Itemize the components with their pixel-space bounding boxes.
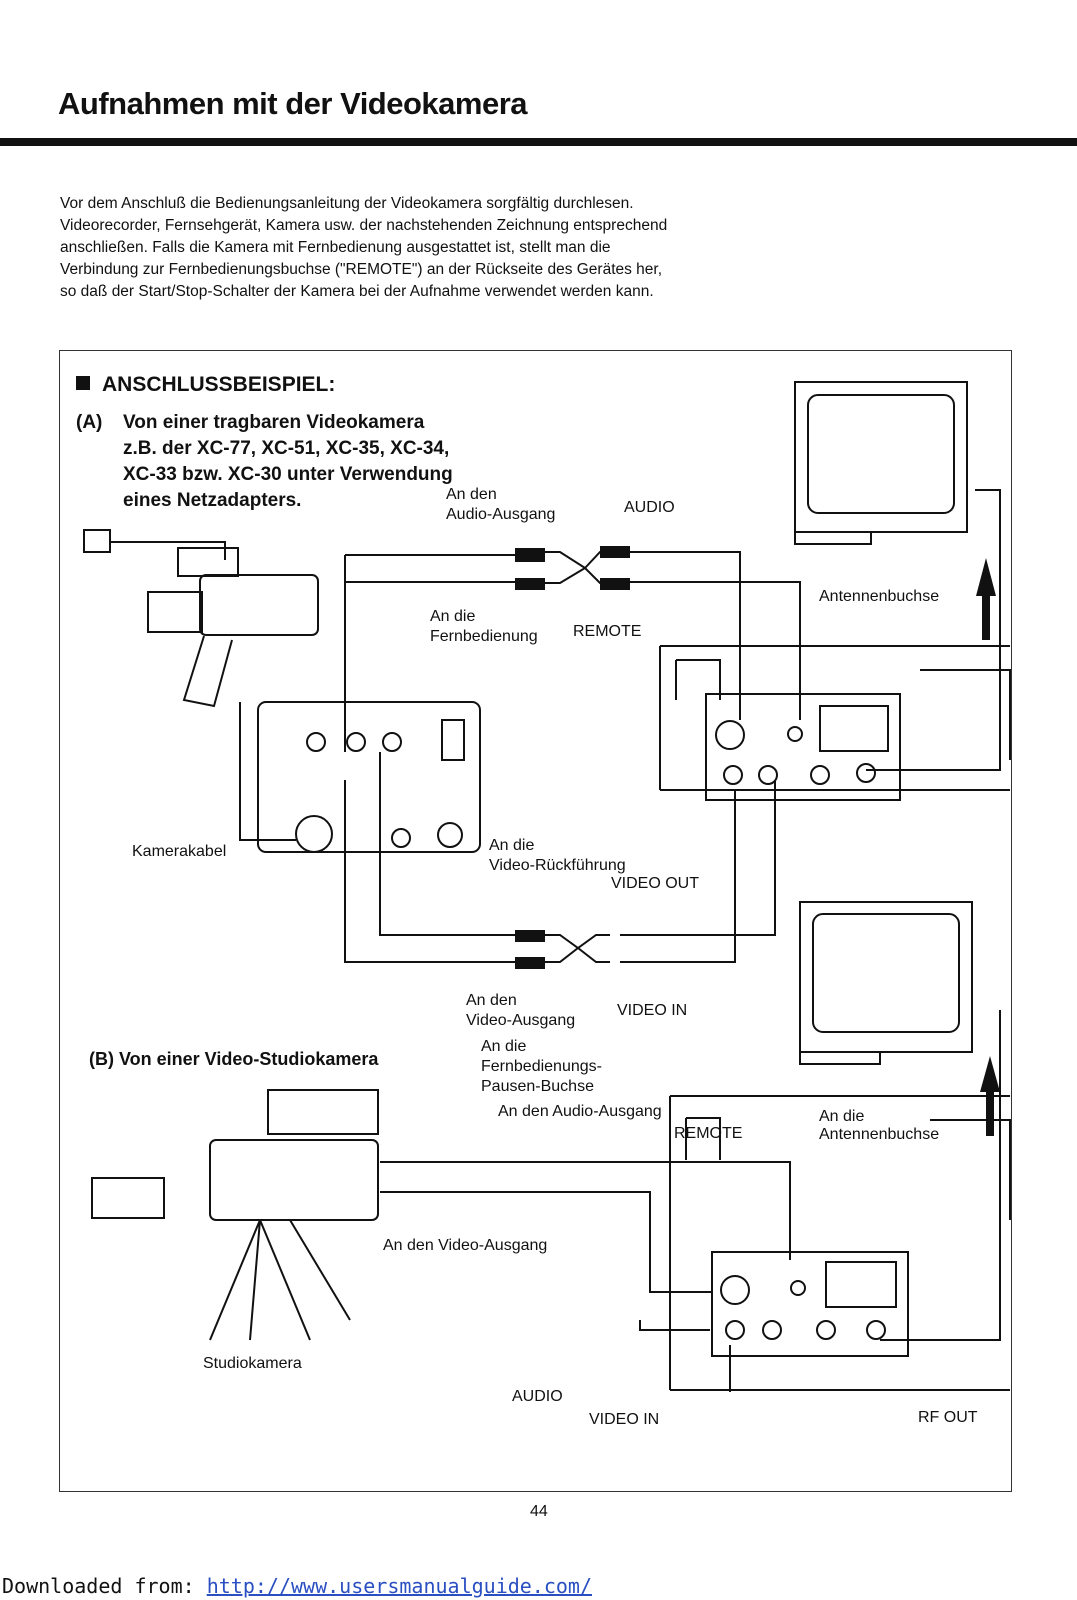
label-kamerakabel: Kamerakabel bbox=[132, 843, 227, 860]
vcr-top-panel bbox=[705, 693, 901, 801]
label-b-rf-out: RF OUT bbox=[918, 1409, 978, 1426]
label-video-ausgang: Video-Ausgang bbox=[466, 1012, 576, 1029]
footer-link[interactable]: http://www.usersmanualguide.com/ bbox=[206, 1574, 593, 1598]
label-b-an-die: An die bbox=[481, 1038, 527, 1055]
vcr-bottom-panel bbox=[711, 1251, 909, 1357]
intro-line: Videorecorder, Fernsehgerät, Kamera usw.… bbox=[60, 217, 668, 234]
studio-camera-icon bbox=[209, 1139, 379, 1221]
label-video-out: VIDEO OUT bbox=[611, 875, 700, 892]
label-an-die-fern: An die bbox=[430, 608, 476, 625]
diagram-heading: ANSCHLUSSBEISPIEL: bbox=[76, 373, 335, 397]
label-audio: AUDIO bbox=[624, 499, 675, 516]
power-adapter-icon bbox=[257, 701, 481, 853]
label-an-den: An den bbox=[446, 486, 497, 503]
download-footer: Downloaded from: http://www.usersmanualg… bbox=[2, 1574, 592, 1598]
diagram-frame bbox=[59, 350, 1012, 1492]
intro-line: Vor dem Anschluß die Bedienungsanleitung… bbox=[60, 195, 634, 212]
label-b-audio-ausgang: An den Audio-Ausgang bbox=[498, 1103, 662, 1120]
label-an-den-video: An den bbox=[466, 992, 517, 1009]
label-audio-ausgang: Audio-Ausgang bbox=[446, 506, 556, 523]
intro-line: so daß der Start/Stop-Schalter der Kamer… bbox=[60, 283, 654, 300]
label-b-pausen-buchse: Pausen-Buchse bbox=[481, 1078, 594, 1095]
page-title: Aufnahmen mit der Videokamera bbox=[58, 86, 528, 121]
footer-prefix: Downloaded from: bbox=[2, 1574, 207, 1598]
label-b-audio: AUDIO bbox=[512, 1388, 563, 1405]
portable-camera-icon bbox=[199, 574, 319, 636]
title-rule bbox=[0, 138, 1077, 146]
label-b-video-ausgang: An den Video-Ausgang bbox=[383, 1237, 548, 1254]
page-number: 44 bbox=[530, 1503, 548, 1520]
label-b-remote: REMOTE bbox=[674, 1125, 743, 1142]
intro-line: Verbindung zur Fernbedienungsbuchse ("RE… bbox=[60, 261, 663, 278]
label-remote: REMOTE bbox=[573, 623, 642, 640]
tv-top-icon bbox=[794, 381, 968, 533]
label-antennenbuchse: Antennenbuchse bbox=[819, 588, 940, 605]
intro-line: anschließen. Falls die Kamera mit Fernbe… bbox=[60, 239, 611, 256]
label-b-video-in: VIDEO IN bbox=[589, 1411, 660, 1428]
section-a-line: Von einer tragbaren Videokamera bbox=[123, 412, 425, 433]
diagram-heading-text: ANSCHLUSSBEISPIEL: bbox=[102, 373, 336, 396]
label-fernbedienung: Fernbedienung bbox=[430, 628, 538, 645]
label-video-in: VIDEO IN bbox=[617, 1002, 688, 1019]
section-b-label: (B) Von einer Video-Studiokamera bbox=[89, 1049, 379, 1069]
section-a-label: (A) bbox=[76, 412, 103, 433]
label-b-an-die-ant: An die bbox=[819, 1108, 865, 1125]
label-b-studiokamera: Studiokamera bbox=[203, 1355, 302, 1372]
label-an-die-video: An die bbox=[489, 837, 535, 854]
tv-bottom-icon bbox=[799, 901, 973, 1053]
section-a-line: XC-33 bzw. XC-30 unter Verwendung bbox=[123, 464, 453, 485]
section-a-line: z.B. der XC-77, XC-51, XC-35, XC-34, bbox=[123, 438, 450, 459]
intro-text: Vor dem Anschluß die Bedienungsanleitung… bbox=[60, 193, 820, 303]
label-b-antennenbuchse: Antennenbuchse bbox=[819, 1126, 940, 1143]
label-video-rueckfuehrung: Video-Rückführung bbox=[489, 857, 626, 874]
label-b-fern-pausen: Fernbedienungs- bbox=[481, 1058, 602, 1075]
bullet-square-icon bbox=[76, 376, 90, 390]
section-a-line: eines Netzadapters. bbox=[123, 490, 302, 511]
